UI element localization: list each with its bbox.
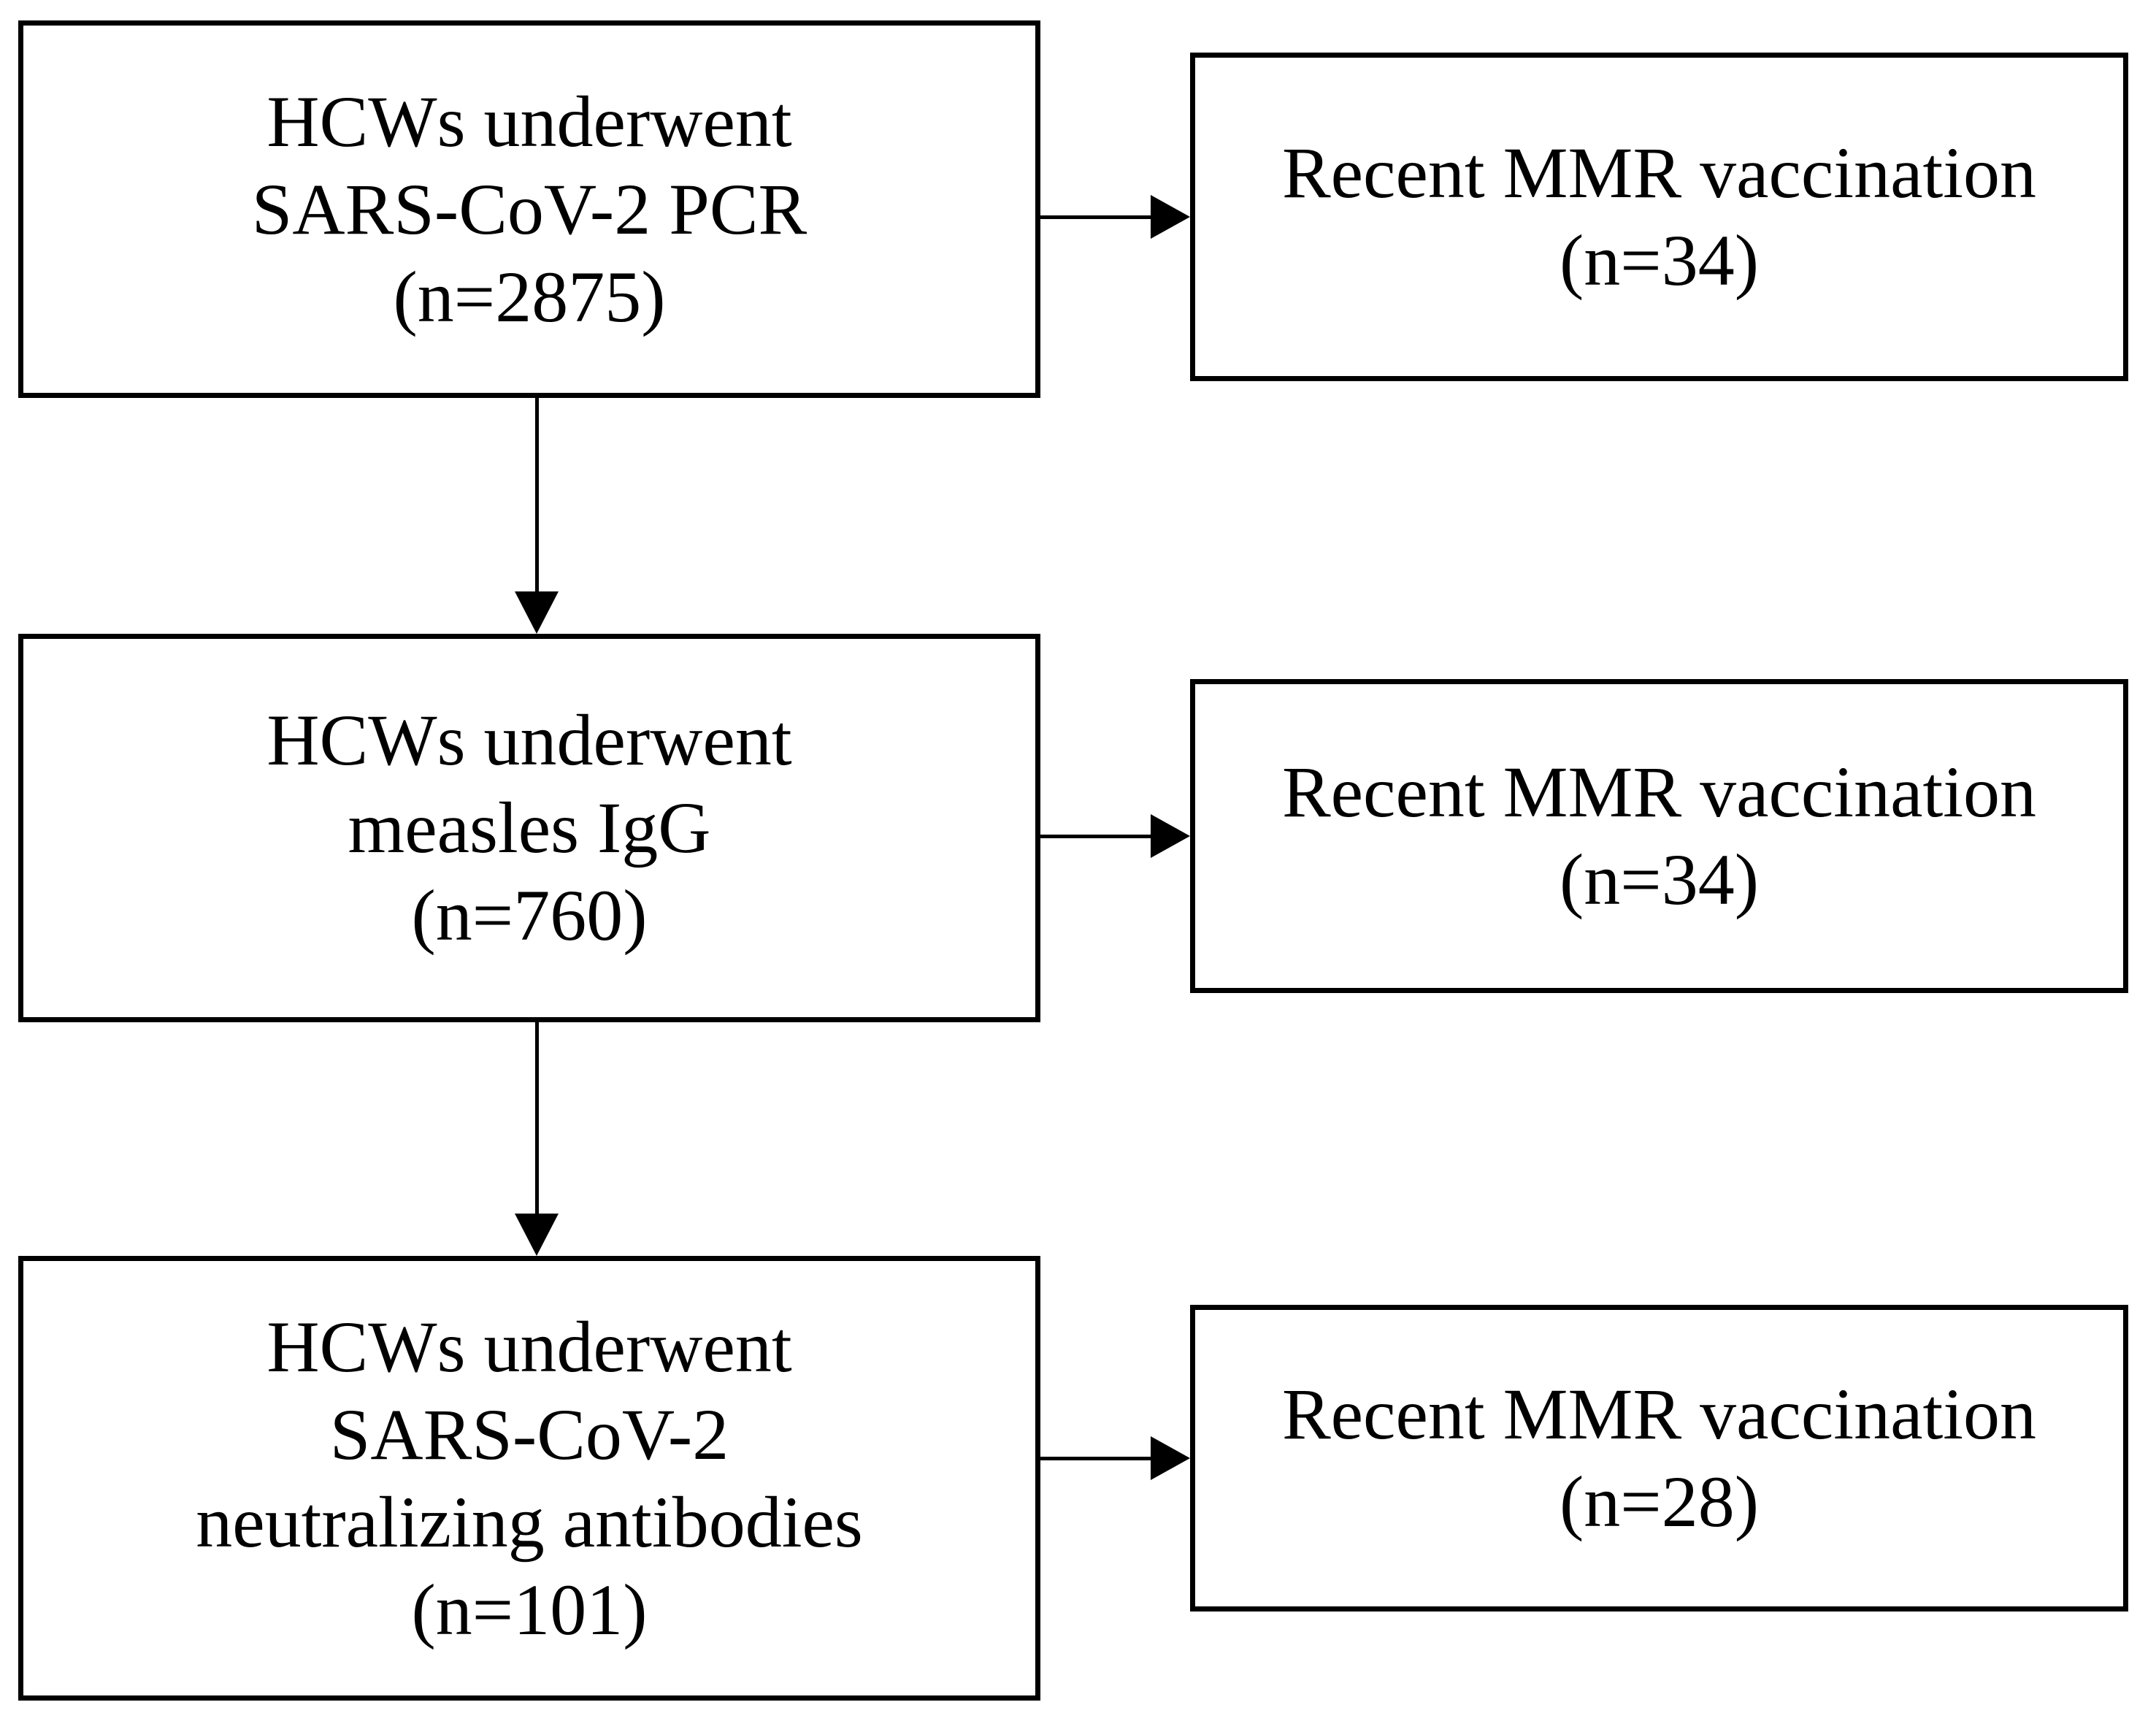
box-text-line: HCWs underwent (266, 80, 792, 162)
box-text-line: HCWs underwent (266, 1306, 792, 1387)
box-text-line: Recent MMR vaccination (1281, 751, 2037, 832)
arrow-head (515, 1214, 559, 1256)
box-text-line: (n=2875) (393, 256, 666, 337)
arrow-head (1151, 1436, 1190, 1480)
box-text-line: (n=34) (1560, 839, 1759, 920)
box-text-line: neutralizing antibodies (196, 1481, 863, 1563)
arrow-shaft (1040, 215, 1152, 219)
box-text-line: (n=34) (1560, 220, 1759, 301)
box-text-line: Recent MMR vaccination (1281, 1373, 2037, 1455)
box-text-line: measles IgG (348, 787, 711, 868)
arrow-shaft (535, 1022, 539, 1215)
box-recent-mmr-vaccination-2: Recent MMR vaccination (n=34) (1190, 679, 2128, 993)
box-text-line: (n=28) (1560, 1461, 1759, 1542)
arrow-head (1151, 814, 1190, 858)
box-text-line: (n=101) (411, 1568, 648, 1650)
box-text-line: Recent MMR vaccination (1281, 132, 2037, 213)
box-recent-mmr-vaccination-3: Recent MMR vaccination (n=28) (1190, 1305, 2128, 1612)
arrow-shaft (1040, 1457, 1152, 1460)
box-recent-mmr-vaccination-1: Recent MMR vaccination (n=34) (1190, 53, 2128, 381)
arrow-shaft (1040, 835, 1152, 838)
box-text-line: SARS-CoV-2 (329, 1393, 729, 1475)
arrow-head (515, 591, 559, 634)
box-text-line: (n=760) (411, 875, 648, 956)
box-hcw-neutralizing-antibodies: HCWs underwent SARS-CoV-2 neutralizing a… (18, 1256, 1040, 1701)
box-hcw-measles-igg: HCWs underwent measles IgG (n=760) (18, 634, 1040, 1022)
arrow-head (1151, 195, 1190, 239)
box-hcw-sars-cov-2-pcr: HCWs underwent SARS-CoV-2 PCR (n=2875) (18, 20, 1040, 398)
box-text-line: HCWs underwent (266, 700, 792, 781)
arrow-shaft (535, 398, 539, 594)
box-text-line: SARS-CoV-2 PCR (251, 168, 807, 250)
